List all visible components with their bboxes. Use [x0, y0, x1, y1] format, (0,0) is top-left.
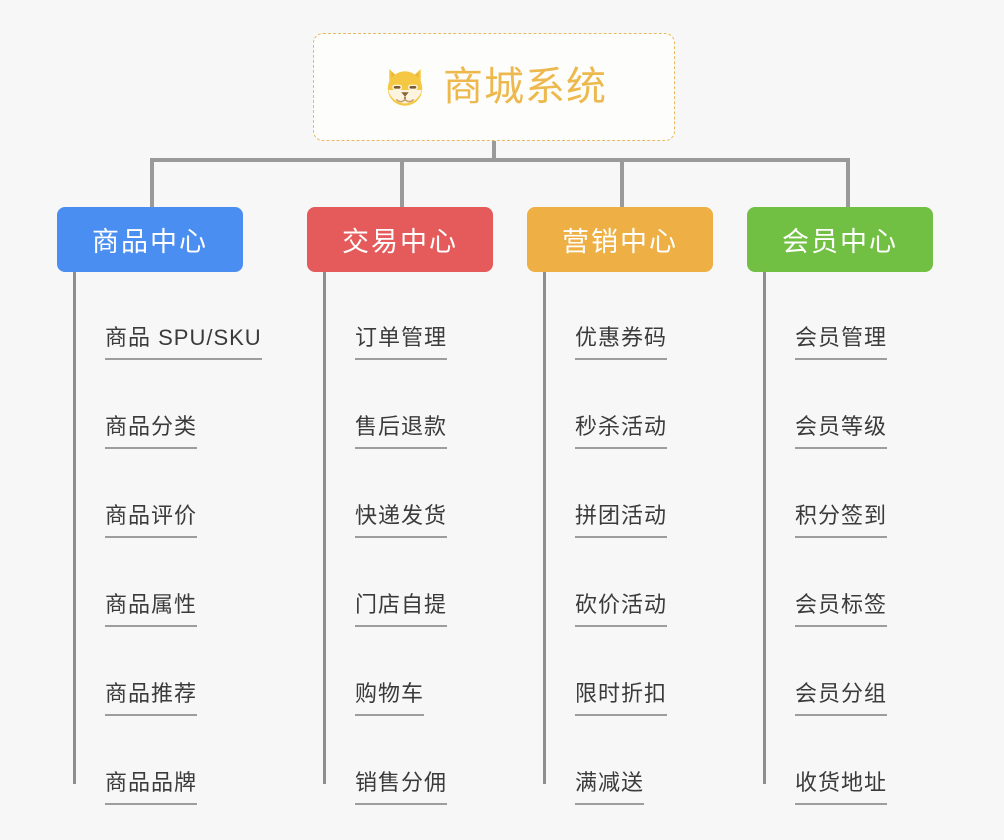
- connector-bus: [150, 158, 850, 162]
- leaf-item[interactable]: 订单管理: [355, 320, 448, 360]
- category-header-4[interactable]: 会员中心: [747, 207, 933, 272]
- category-column-3: 营销中心 优惠券码 秒杀活动 拼团活动 砍价活动 限时折扣 满减送: [527, 207, 713, 805]
- connector-drop-3: [620, 158, 624, 208]
- connector-drop-2: [400, 158, 404, 208]
- category-column-2: 交易中心 订单管理 售后退款 快递发货 门店自提 购物车 销售分佣: [307, 207, 493, 805]
- leaf-item[interactable]: 快递发货: [355, 498, 448, 538]
- leaf-item[interactable]: 商品评价: [105, 498, 198, 538]
- leaf-item[interactable]: 积分签到: [795, 498, 888, 538]
- leaf-item[interactable]: 购物车: [355, 676, 425, 716]
- leaf-item[interactable]: 商品推荐: [105, 676, 198, 716]
- category-column-4: 会员中心 会员管理 会员等级 积分签到 会员标签 会员分组 收货地址: [747, 207, 933, 805]
- leaf-item[interactable]: 销售分佣: [355, 765, 448, 805]
- leaf-item[interactable]: 限时折扣: [575, 676, 668, 716]
- category-header-1[interactable]: 商品中心: [57, 207, 243, 272]
- connector-drop-4: [846, 158, 850, 208]
- root-title: 商城系统: [443, 65, 607, 109]
- category-header-3[interactable]: 营销中心: [527, 207, 713, 272]
- category-column-1: 商品中心 商品 SPU/SKU 商品分类 商品评价 商品属性 商品推荐 商品品牌: [57, 207, 262, 805]
- category-header-2[interactable]: 交易中心: [307, 207, 493, 272]
- leaf-item[interactable]: 商品品牌: [105, 765, 198, 805]
- category-trunk-1: [73, 272, 76, 784]
- connector-drop-1: [150, 158, 154, 208]
- leaf-item[interactable]: 门店自提: [355, 587, 448, 627]
- category-trunk-4: [763, 272, 766, 784]
- leaf-item[interactable]: 售后退款: [355, 409, 448, 449]
- category-label-4: 会员中心: [782, 227, 898, 257]
- leaf-item[interactable]: 收货地址: [795, 765, 888, 805]
- leaf-item[interactable]: 会员管理: [795, 320, 888, 360]
- leaf-item[interactable]: 优惠券码: [575, 320, 668, 360]
- connector-root-stem: [492, 141, 496, 162]
- category-label-2: 交易中心: [342, 227, 458, 257]
- leaf-item[interactable]: 会员等级: [795, 409, 888, 449]
- leaf-item[interactable]: 商品 SPU/SKU: [105, 320, 262, 360]
- leaf-item[interactable]: 商品属性: [105, 587, 198, 627]
- leaf-item[interactable]: 商品分类: [105, 409, 198, 449]
- leaf-item[interactable]: 会员标签: [795, 587, 888, 627]
- leaf-item[interactable]: 秒杀活动: [575, 409, 668, 449]
- leaf-item[interactable]: 拼团活动: [575, 498, 668, 538]
- root-node[interactable]: 商城系统: [313, 33, 675, 141]
- category-label-3: 营销中心: [562, 227, 678, 257]
- category-trunk-2: [323, 272, 326, 784]
- leaf-item[interactable]: 会员分组: [795, 676, 888, 716]
- category-label-1: 商品中心: [92, 227, 208, 257]
- shiba-dog-face-icon: [381, 63, 429, 111]
- leaf-item[interactable]: 砍价活动: [575, 587, 668, 627]
- leaf-item[interactable]: 满减送: [575, 765, 645, 805]
- category-trunk-3: [543, 272, 546, 784]
